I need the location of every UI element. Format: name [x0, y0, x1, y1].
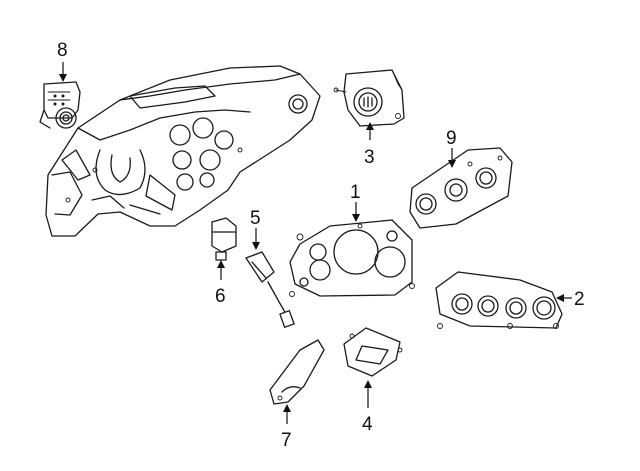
part-8-switch	[39, 81, 81, 129]
part-5-module-with-lead	[245, 251, 295, 328]
instrument-panel-illustration	[45, 65, 321, 237]
callout-8: 8	[57, 40, 68, 61]
callout-7: 7	[281, 430, 292, 451]
callout-6: 6	[215, 286, 226, 307]
part-6-sensor	[211, 217, 237, 261]
callout-1: 1	[350, 182, 361, 203]
part-3-ignition-switch	[333, 69, 405, 127]
part-2-control-panel	[435, 271, 563, 329]
part-4-control-module	[343, 327, 403, 377]
callout-9: 9	[446, 128, 457, 149]
callout-3: 3	[364, 147, 375, 168]
callout-2: 2	[574, 289, 585, 310]
callout-arrows	[59, 62, 572, 424]
callout-labels: 8 3 9 1 2 6 5 4 7	[57, 40, 585, 451]
part-7-bracket	[269, 339, 325, 405]
callout-5: 5	[250, 208, 261, 229]
part-1-instrument-cluster	[289, 219, 415, 297]
callout-4: 4	[362, 414, 373, 435]
part-9-climate-control	[409, 147, 513, 229]
